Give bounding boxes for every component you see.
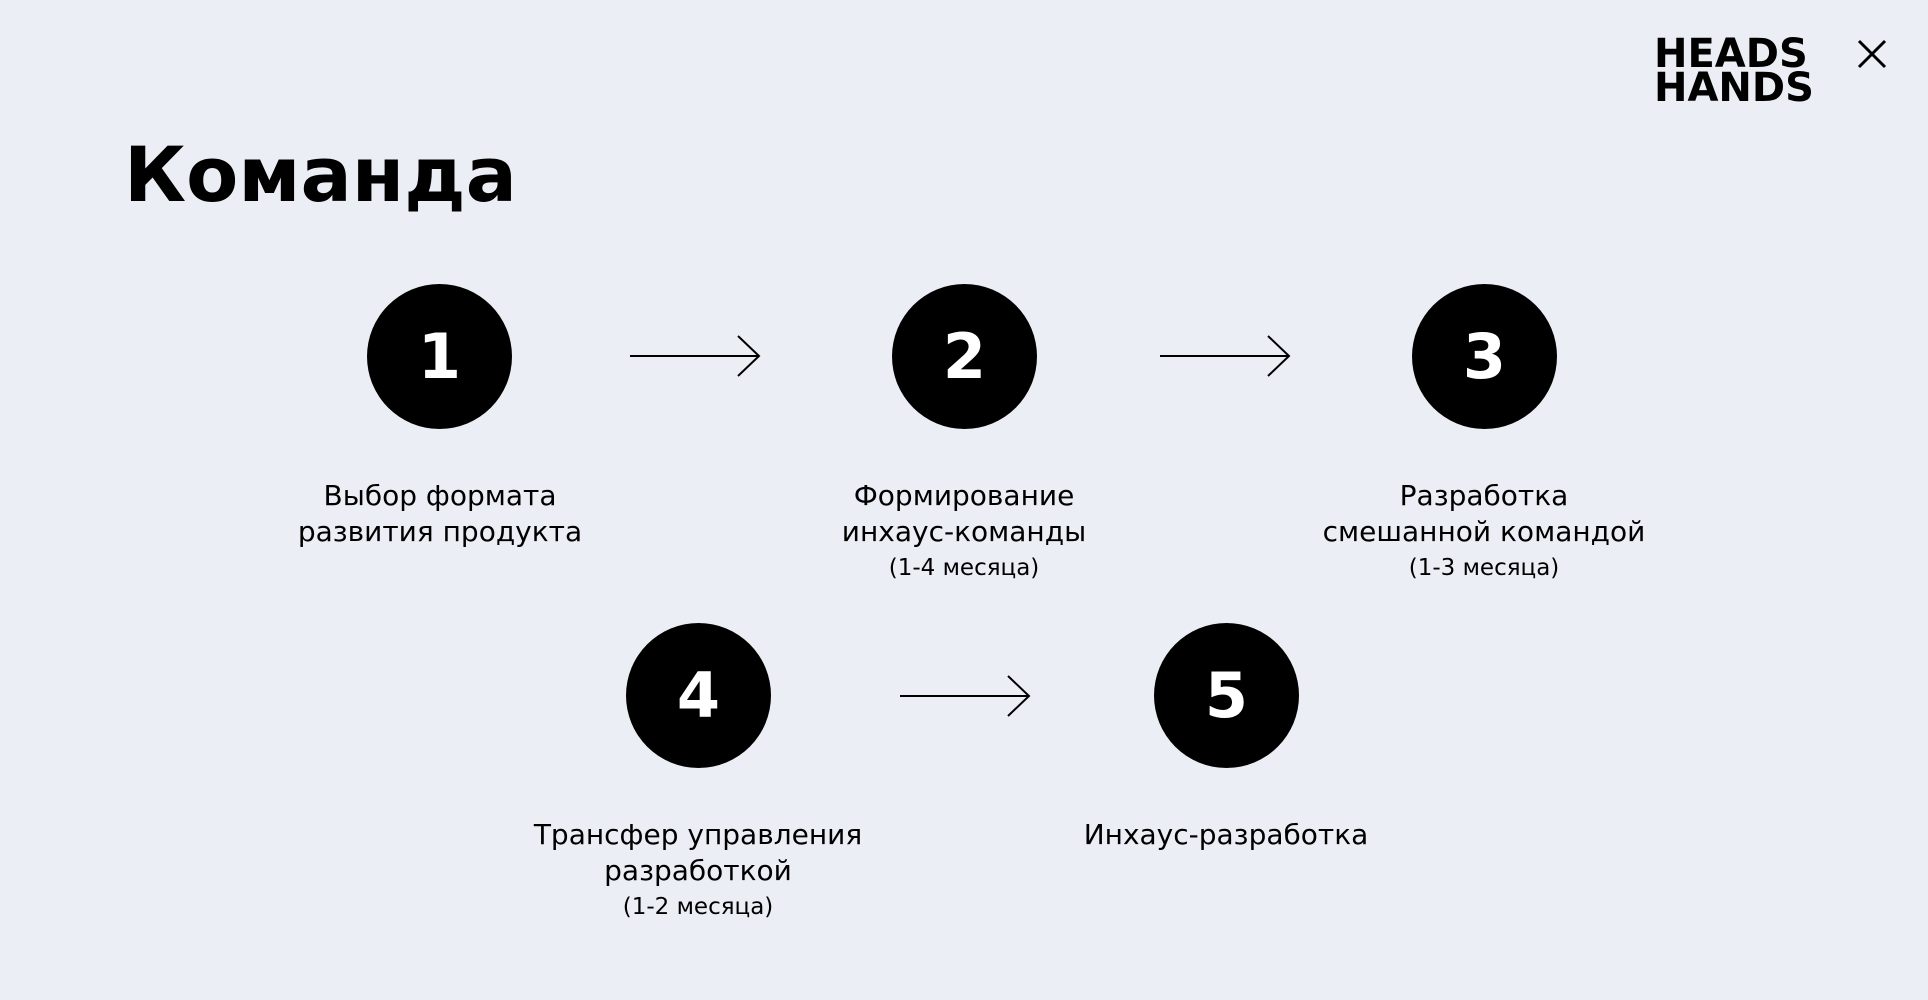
- step-2-number: 2: [942, 320, 987, 393]
- step-1-label-line-1: Выбор формата: [323, 479, 557, 512]
- step-2-label: Формирование инхаус-команды (1-4 месяца): [754, 478, 1174, 586]
- step-1-number: 1: [417, 320, 462, 393]
- step-2-label-line-2: инхаус-команды: [841, 515, 1087, 548]
- step-3-label: Разработка смешанной командой (1-3 месяц…: [1274, 478, 1694, 586]
- step-2-duration: (1-4 месяца): [888, 555, 1040, 581]
- step-5-label-line-1: Инхаус-разработка: [1083, 818, 1369, 851]
- step-3-duration: (1-3 месяца): [1408, 555, 1560, 581]
- step-5-label: Инхаус-разработка: [1016, 817, 1436, 853]
- step-5-number: 5: [1204, 659, 1249, 732]
- step-2-label-line-1: Формирование: [853, 479, 1075, 512]
- step-3-number: 3: [1462, 320, 1507, 393]
- step-4-label-line-2: разработкой: [604, 854, 792, 887]
- step-3-label-line-2: смешанной командой: [1322, 515, 1646, 548]
- step-4-duration: (1-2 месяца): [622, 894, 774, 920]
- step-3-circle: 3: [1412, 284, 1557, 429]
- step-1-label-line-2: развития продукта: [297, 515, 583, 548]
- step-1-circle: 1: [367, 284, 512, 429]
- page-title: Команда: [124, 130, 517, 219]
- arrow-right-icon: [1160, 335, 1291, 377]
- step-4-label-line-1: Трансфер управления: [533, 818, 863, 851]
- x-icon: [1857, 39, 1887, 69]
- step-2-circle: 2: [892, 284, 1037, 429]
- step-1-label: Выбор формата развития продукта: [230, 478, 650, 550]
- step-4-circle: 4: [626, 623, 771, 768]
- step-3-label-line-1: Разработка: [1399, 479, 1569, 512]
- logo-text-hands: HANDS: [1654, 65, 1814, 111]
- step-5-circle: 5: [1154, 623, 1299, 768]
- step-4-number: 4: [676, 659, 721, 732]
- step-4-label: Трансфер управления разработкой (1-2 мес…: [488, 817, 908, 925]
- heads-and-hands-logo: HEADS HANDS: [1654, 34, 1894, 108]
- arrow-right-icon: [630, 335, 761, 377]
- arrow-right-icon: [900, 675, 1031, 717]
- logo-text-heads: HEADS: [1654, 31, 1808, 77]
